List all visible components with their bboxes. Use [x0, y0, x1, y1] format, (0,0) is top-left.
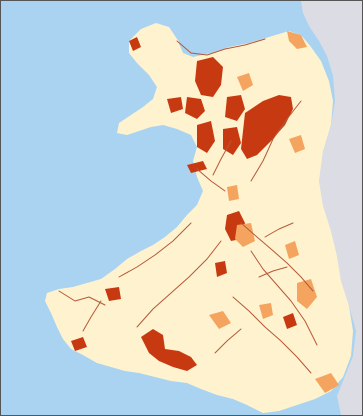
medium-area-denbigh: [237, 73, 253, 91]
river-teifi: [118, 222, 192, 278]
medium-area-mid-wales: [235, 223, 255, 247]
high-area-mid-small: [215, 261, 227, 277]
northwest-landmass: [149, 31, 179, 71]
high-area-north-coast: [129, 37, 141, 51]
high-area-central-north: [225, 95, 245, 121]
high-area-snowdon: [195, 57, 223, 97]
medium-area-northeast-coast: [287, 31, 307, 49]
high-area-southwest-estuary: [141, 329, 197, 371]
river-tributary-4: [82, 300, 102, 332]
medium-area-brecon-east: [297, 279, 317, 309]
river-towy: [136, 240, 222, 328]
river-tributary-5: [196, 168, 226, 192]
river-tributary-3: [214, 328, 242, 354]
river-usk: [232, 296, 312, 374]
medium-category-areas: [209, 31, 339, 393]
high-area-northwest-coast: [167, 97, 183, 113]
high-area-pembroke: [105, 287, 121, 301]
medium-area-south-central: [259, 303, 273, 319]
high-area-clwyd-range: [241, 95, 293, 159]
river-wye: [250, 250, 318, 346]
coastal-detail-north: [176, 38, 266, 56]
river-tributary-1: [264, 222, 294, 238]
river-severn: [240, 222, 314, 292]
river-tributary-2: [258, 266, 288, 278]
high-area-meirionnydd: [197, 121, 215, 153]
medium-area-berwyn: [289, 135, 305, 153]
coastal-detail-southwest: [58, 290, 106, 306]
medium-area-radnor: [227, 185, 239, 201]
high-area-south-east: [283, 313, 297, 329]
river-tributary-6: [212, 140, 232, 176]
medium-area-brecon-west: [209, 311, 231, 329]
medium-area-severn-coast: [315, 373, 339, 393]
high-area-coast-strip: [187, 161, 207, 173]
england-land: [301, 1, 362, 415]
high-area-gower-coast: [71, 337, 87, 351]
high-area-snowdon-south: [185, 97, 205, 119]
river-dee: [250, 100, 302, 182]
high-category-areas: [71, 37, 297, 371]
river-network: [58, 38, 318, 374]
medium-area-mid-east: [285, 241, 299, 259]
